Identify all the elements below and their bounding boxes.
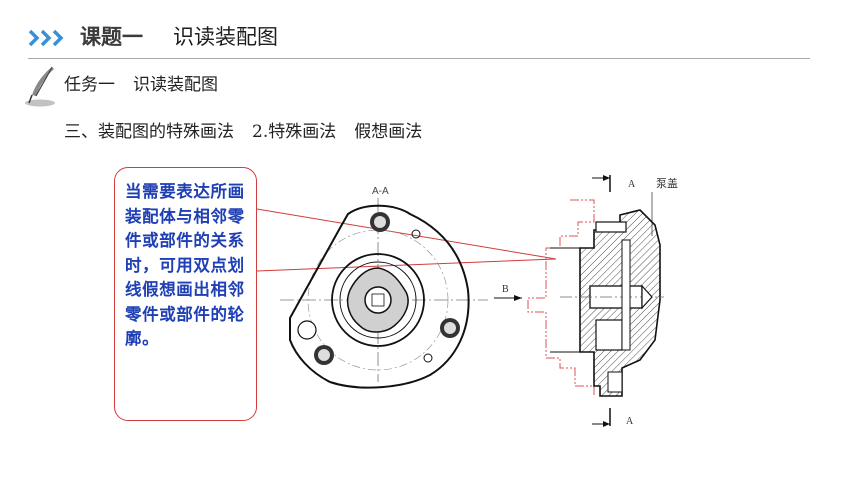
pump-cover-label: 泵盖: [656, 176, 678, 190]
page-title: 课题一 识读装配图: [80, 20, 278, 52]
cut-a-bottom-label: A: [626, 416, 634, 427]
section-title: 三、装配图的特殊画法: [64, 122, 234, 142]
section-view-a-a: A-A: [280, 186, 488, 389]
side-section-view: A A B 泵盖: [494, 175, 678, 427]
phantom-outline: [527, 199, 595, 396]
section-subtitle: 2.特殊画法: [252, 122, 337, 142]
cut-a-top-label: A: [628, 179, 636, 190]
callout-text: 当需要表达所画装配体与相邻零件或部件的关系时，可用双点划线假想画出相邻零件或部件…: [125, 182, 245, 348]
task-heading: 任务一识读装配图: [64, 70, 218, 95]
section-heading: 三、装配图的特殊画法 2.特殊画法假想画法: [64, 117, 440, 142]
title-divider: [28, 58, 810, 59]
task-label: 任务一: [64, 75, 115, 95]
chevron-arrows-icon: [28, 29, 64, 47]
explanation-callout: 当需要表达所画装配体与相邻零件或部件的关系时，可用双点划线假想画出相邻零件或部件…: [114, 167, 257, 421]
lesson-subtitle: 识读装配图: [173, 25, 278, 49]
task-name: 识读装配图: [133, 75, 218, 95]
lesson-title: 课题一: [80, 24, 143, 49]
section-topic: 假想画法: [354, 122, 423, 142]
pointer-line-upper: [256, 208, 557, 260]
quill-pen-icon: [25, 66, 55, 107]
cut-b-label: B: [502, 284, 509, 295]
section-view-label: A-A: [372, 186, 389, 197]
